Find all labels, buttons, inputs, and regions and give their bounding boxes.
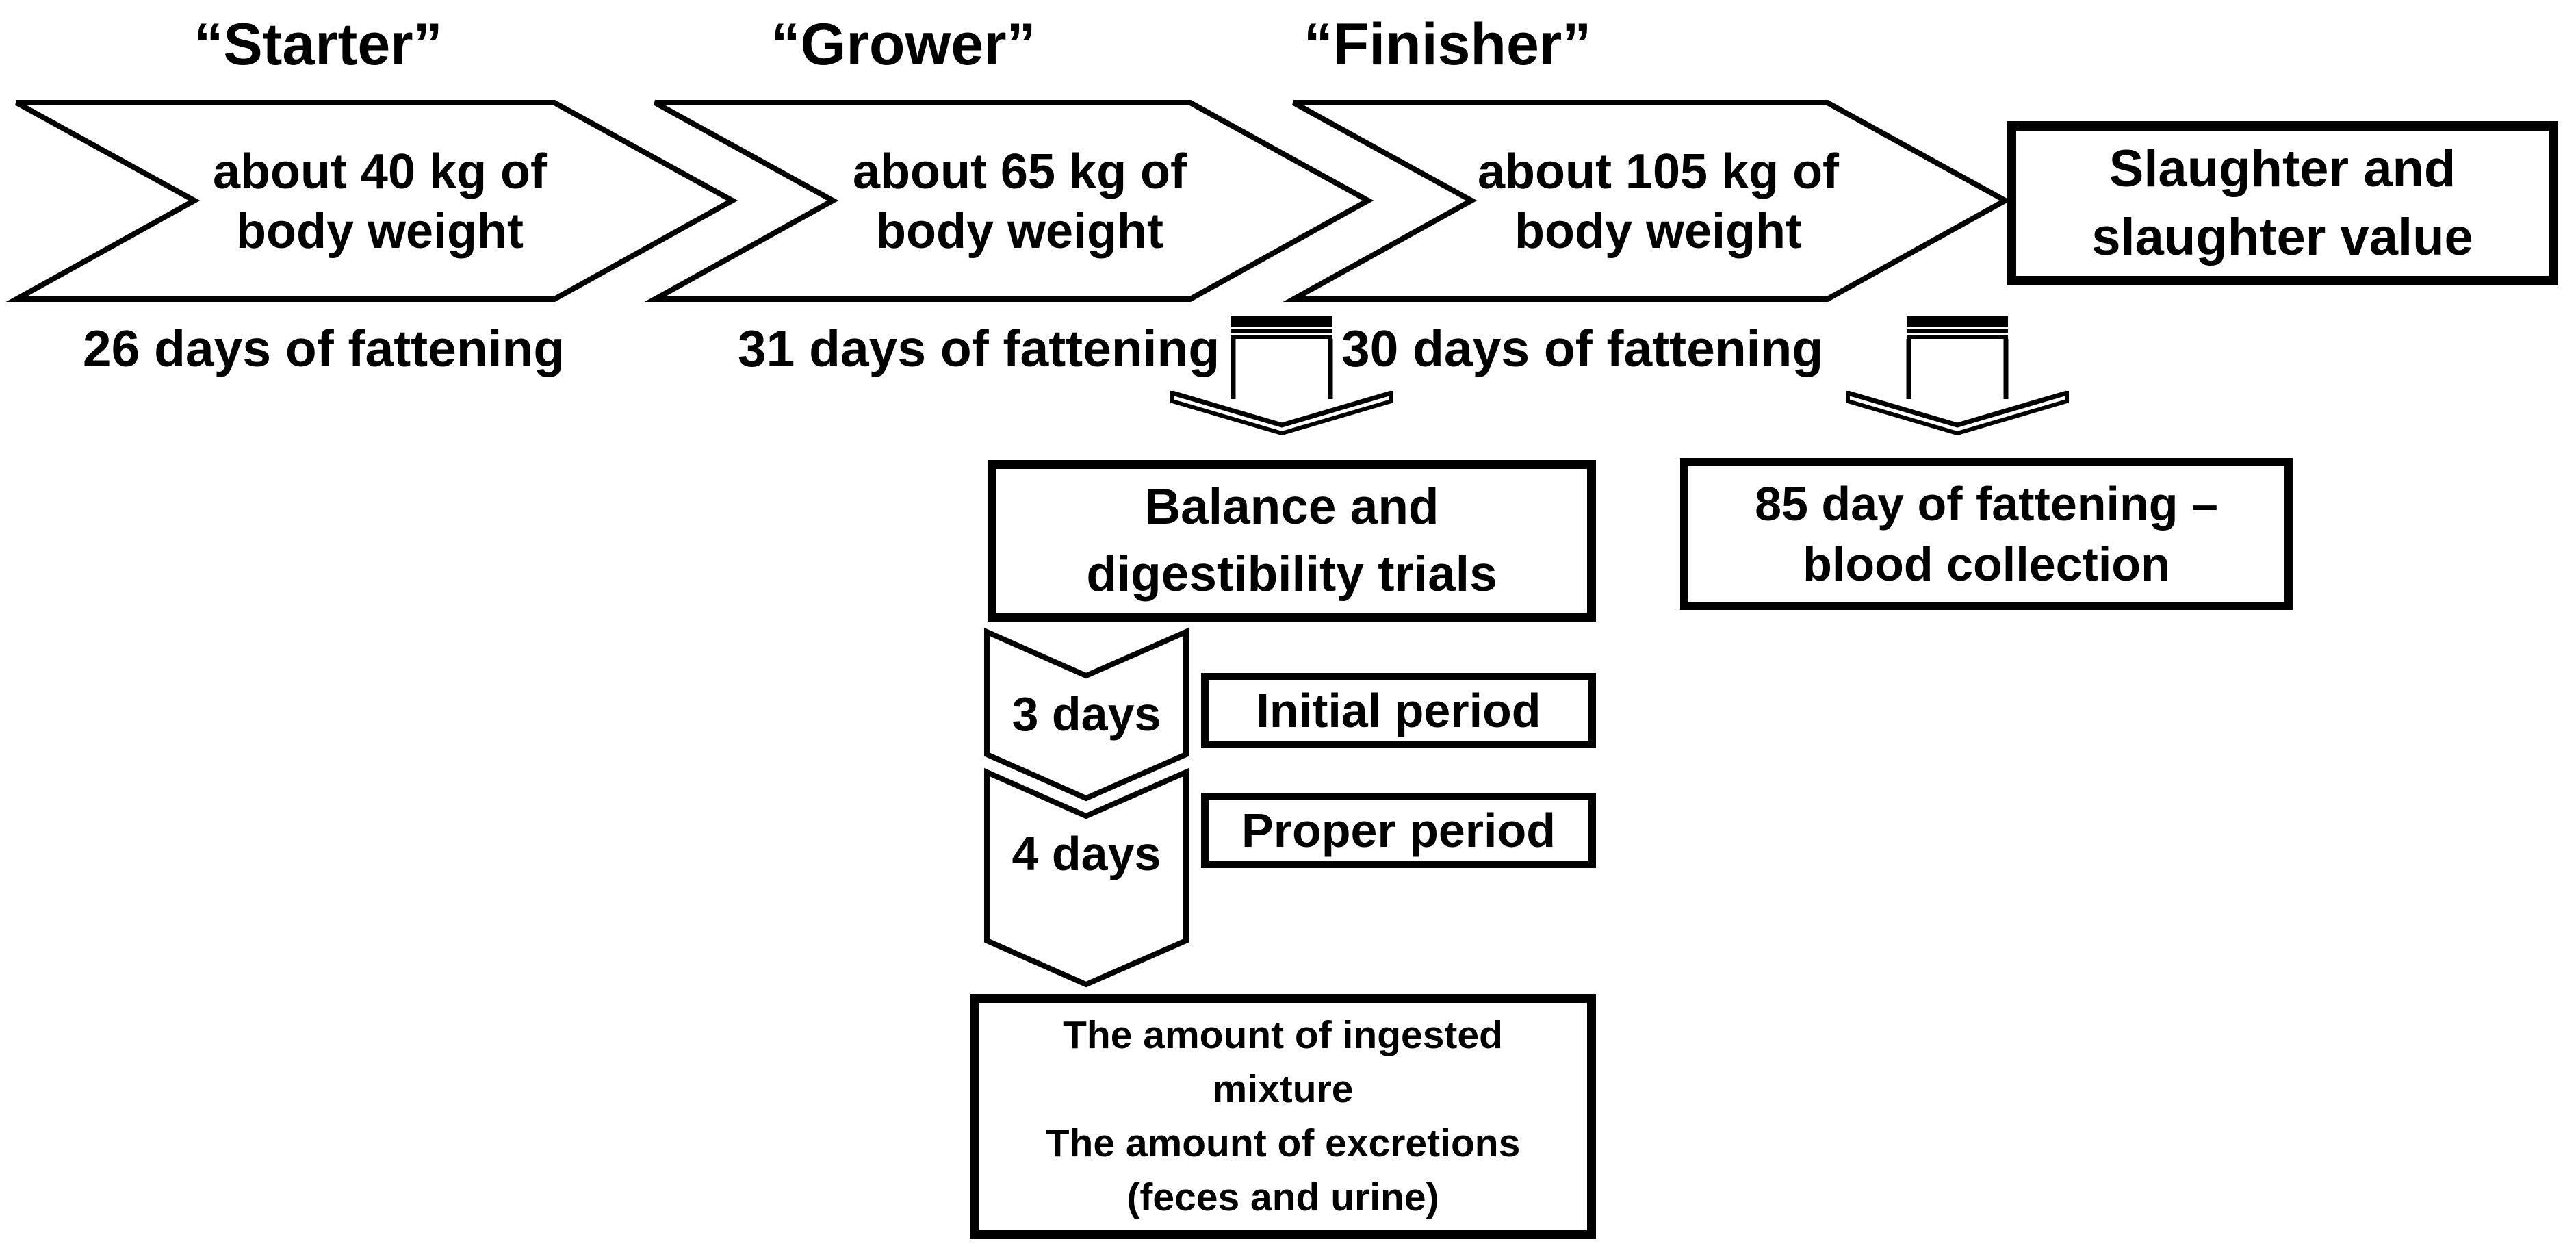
initial-period-box: Initial period [1201, 673, 1596, 748]
grower-chevron-shape [644, 100, 1374, 302]
finisher-phase-title: “Finisher” [1303, 12, 1592, 77]
grower-phase-title: “Grower” [771, 12, 1036, 77]
four-days-label: 4 days [1012, 827, 1161, 880]
grower-body-weight-label: about 65 kg of body weight [852, 144, 1187, 259]
finisher-duration-label: 30 days of fattening [1341, 320, 1824, 377]
balance-trials-box: Balance and digestibility trials [988, 460, 1596, 622]
starter-phase-title: “Starter” [194, 12, 443, 77]
outcome-box: The amount of ingested mixture The amoun… [970, 994, 1596, 1239]
starter-duration-label: 26 days of fattening [82, 320, 565, 377]
blood-collection-box: 85 day of fattening – blood collection [1680, 458, 2293, 610]
striped-down-arrow-icon [1170, 316, 1393, 436]
finisher-chevron-shape [1283, 100, 2011, 302]
finisher-body-weight-label: about 105 kg of body weight [1477, 144, 1840, 259]
proper-period-box: Proper period [1201, 793, 1596, 868]
striped-down-arrow-icon [1846, 316, 2069, 436]
starter-body-weight-label: about 40 kg of body weight [212, 144, 548, 259]
four-days-chevron-shape [984, 767, 1189, 988]
slaughter-value-box: Slaughter and slaughter value [2007, 121, 2558, 285]
three-days-chevron-shape [984, 627, 1189, 802]
three-days-label: 3 days [1012, 687, 1161, 741]
starter-chevron-shape [5, 100, 738, 302]
grower-duration-label: 31 days of fattening [737, 320, 1220, 377]
